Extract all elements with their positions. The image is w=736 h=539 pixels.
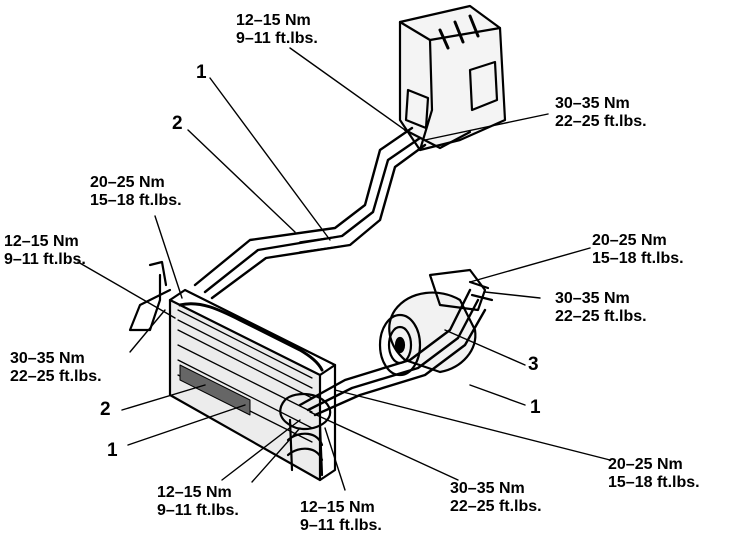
torque-nm: 30–35 Nm [555,95,630,112]
callout-number: 3 [528,354,539,375]
refrigerant-lines [193,126,427,300]
torque-label-bottom-right: 20–25 Nm 15–18 ft.lbs. [608,456,700,492]
torque-label-condenser-top: 20–25 Nm 15–18 ft.lbs. [90,174,182,210]
torque-ftlbs: 15–18 ft.lbs. [592,250,684,267]
compressor-lines [298,288,487,417]
torque-label-top: 12–15 Nm 9–11 ft.lbs. [236,12,318,48]
callout-number: 2 [100,399,111,420]
leader-lines [77,47,611,491]
torque-nm: 12–15 Nm [300,499,375,516]
evaporator-unit [398,4,507,152]
torque-nm: 30–35 Nm [10,350,85,367]
torque-ftlbs: 9–11 ft.lbs. [300,517,382,534]
torque-ftlbs: 9–11 ft.lbs. [4,251,86,268]
torque-label-bottom-left: 12–15 Nm 9–11 ft.lbs. [157,484,239,520]
compressor [378,268,494,377]
torque-nm: 20–25 Nm [90,174,165,191]
torque-label-condenser-left: 30–35 Nm 22–25 ft.lbs. [10,350,102,386]
callout-number: 1 [196,62,207,83]
torque-nm: 30–35 Nm [555,290,630,307]
torque-label-left: 12–15 Nm 9–11 ft.lbs. [4,233,86,269]
torque-label-bottom-center: 12–15 Nm 9–11 ft.lbs. [300,499,382,535]
condenser [128,260,337,482]
callout-number: 2 [172,113,183,134]
torque-ftlbs: 22–25 ft.lbs. [450,498,542,515]
torque-label-compressor-top: 20–25 Nm 15–18 ft.lbs. [592,232,684,268]
torque-nm: 30–35 Nm [450,480,525,497]
torque-label-bottom-mid-right: 30–35 Nm 22–25 ft.lbs. [450,480,542,516]
callout-number: 1 [107,440,118,461]
torque-nm: 12–15 Nm [236,12,311,29]
torque-label-evap-right: 30–35 Nm 22–25 ft.lbs. [555,95,647,131]
torque-nm: 20–25 Nm [592,232,667,249]
torque-nm: 12–15 Nm [4,233,79,250]
torque-ftlbs: 15–18 ft.lbs. [90,192,182,209]
callout-number: 1 [530,397,541,418]
torque-ftlbs: 9–11 ft.lbs. [157,502,239,519]
torque-ftlbs: 22–25 ft.lbs. [555,308,647,325]
torque-nm: 12–15 Nm [157,484,232,501]
torque-ftlbs: 15–18 ft.lbs. [608,474,700,491]
torque-ftlbs: 9–11 ft.lbs. [236,30,318,47]
torque-label-compressor-right: 30–35 Nm 22–25 ft.lbs. [555,290,647,326]
torque-ftlbs: 22–25 ft.lbs. [555,113,647,130]
torque-ftlbs: 22–25 ft.lbs. [10,368,102,385]
torque-nm: 20–25 Nm [608,456,683,473]
